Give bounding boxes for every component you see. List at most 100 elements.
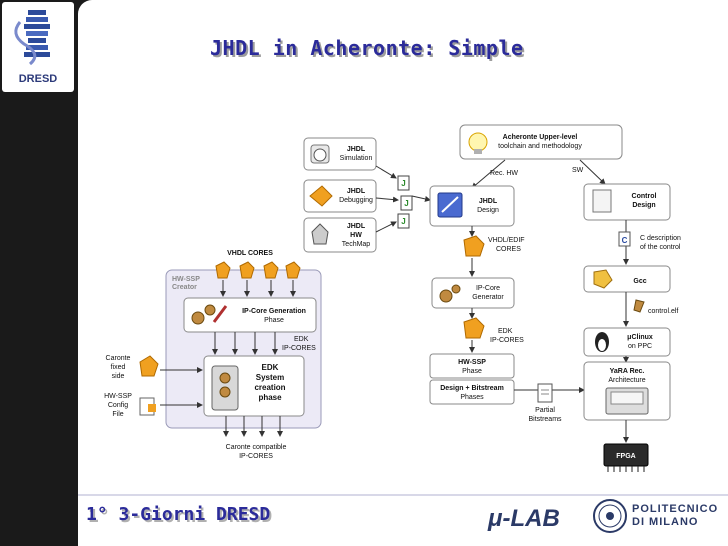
svg-text:phase: phase — [258, 393, 282, 402]
svg-text:side: side — [112, 373, 125, 380]
svg-text:HW-SSP: HW-SSP — [104, 393, 132, 400]
core-package-icon — [263, 261, 279, 279]
jhdl-debugging-box: JHDL Debugging — [303, 179, 377, 213]
core-package-icon — [463, 317, 485, 339]
university-line-2: DI MILANO — [632, 516, 699, 528]
svg-text:on PPC: on PPC — [628, 343, 652, 350]
hw-ssp-phase-box: HW-SSP Phase — [429, 353, 515, 379]
svg-text:Generator: Generator — [472, 294, 504, 301]
university-line-1: POLITECNICO — [632, 503, 719, 515]
mu-lab-logo-text: μ-LAB — [487, 505, 560, 532]
svg-text:of the control: of the control — [640, 244, 681, 251]
footer-shadow: 1° 3-Giorni DRESD — [88, 506, 273, 527]
svg-text:Bitstreams: Bitstreams — [528, 416, 562, 423]
svg-text:Partial: Partial — [535, 407, 555, 414]
svg-text:System: System — [256, 373, 284, 382]
svg-text:C description: C description — [640, 235, 681, 242]
svg-text:File: File — [112, 411, 123, 418]
footer-title: 1° 3-Giorni DRESD — [86, 504, 271, 525]
svg-text:Phase: Phase — [462, 368, 482, 375]
svg-text:EDK: EDK — [262, 363, 279, 372]
dresd-logo-icon: DRESD — [14, 10, 58, 85]
mu-lab-logo: μ-LAB — [487, 505, 560, 532]
control-elf-label: control.elf — [648, 308, 678, 315]
edk-ip-cores-left-2: IP-CORES — [282, 345, 316, 352]
svg-text:CORES: CORES — [496, 246, 521, 253]
jhdl-simulation-box: JHDL Simulation — [303, 137, 377, 171]
svg-text:Gcc: Gcc — [633, 278, 646, 285]
svg-text:Phase: Phase — [264, 317, 284, 324]
core-package-icon — [285, 261, 301, 279]
caronte-compatible-2: IP-CORES — [239, 453, 273, 460]
jhdl-design-box: JHDL Design — [429, 185, 515, 227]
caronte-compatible-1: Caronte compatible — [226, 444, 287, 451]
hw-ssp-config-file: HW-SSP Config File — [104, 393, 156, 418]
core-package-icon — [139, 355, 159, 377]
hw-ssp-creator-label-2: Creator — [172, 284, 197, 291]
jhdl-design-2: Design — [477, 207, 499, 214]
jhdl-tm-1: JHDL — [347, 223, 366, 230]
jhdl-tm-2: HW — [350, 232, 362, 239]
polimi-seal-icon — [593, 499, 627, 533]
ip-core-generator-box: IP-Core Generator — [431, 277, 515, 309]
bug-box-icon — [309, 185, 333, 207]
vhdl-edif-cores: VHDL/EDIF CORES — [463, 235, 525, 257]
svg-text:Design + Bitstream: Design + Bitstream — [440, 385, 504, 392]
rec-hw-label: Rec. HW — [490, 170, 518, 177]
svg-text:IP-Core: IP-Core — [476, 285, 500, 292]
university-name: POLITECNICO DI MILANO — [632, 503, 718, 529]
design-bitstream-box: Design + Bitstream Phases — [429, 379, 515, 405]
svg-text:HW-SSP: HW-SSP — [458, 359, 486, 366]
svg-text:fixed: fixed — [111, 364, 126, 371]
jhdl-tm-3: TechMap — [342, 241, 371, 248]
jhdl-dbg-2: Debugging — [339, 197, 373, 204]
sw-label: SW — [572, 167, 584, 174]
svg-text:Phases: Phases — [460, 394, 484, 401]
svg-text:Config: Config — [108, 402, 128, 409]
vhdl-core-packages — [215, 261, 301, 279]
fpga-chip: FPGA — [603, 443, 649, 472]
edk-ip-cores-left-1: EDK — [294, 336, 309, 343]
svg-text:VHDL/EDIF: VHDL/EDIF — [488, 237, 525, 244]
acheronte-label-2: toolchain and methodology — [498, 143, 582, 150]
core-package-icon — [463, 235, 485, 257]
document-icon — [537, 383, 553, 403]
svg-text:creation: creation — [254, 383, 285, 392]
svg-text:C: C — [622, 236, 628, 245]
vhdl-cores-label: VHDL CORES — [227, 250, 273, 257]
gcc-box: Gcc — [583, 265, 671, 293]
lightbulb-icon — [468, 132, 488, 152]
edk-system-box: EDK System creation phase — [203, 355, 305, 417]
caronte-fixed-side: Caronte fixed side — [106, 355, 159, 380]
svg-text:IP-CORES: IP-CORES — [490, 337, 524, 344]
svg-text:Control: Control — [632, 193, 657, 200]
sidebar: DRESD — [0, 0, 78, 546]
logo-label: DRESD — [19, 73, 58, 85]
partial-bitstreams: Partial Bitstreams — [528, 383, 562, 423]
acheronte-box: Acheronte Upper-level toolchain and meth… — [459, 124, 623, 160]
title-shadow: JHDL in Acheronte: Simple — [212, 38, 526, 62]
gcc-icon — [593, 269, 613, 289]
yara-box: YaRA Rec. Architecture — [583, 361, 671, 421]
c-file-icon — [618, 231, 631, 247]
jhdl-dbg-1: JHDL — [347, 188, 366, 195]
lightbulb-base-icon — [474, 149, 482, 154]
hammer-icon — [212, 305, 228, 323]
hw-ssp-creator-label-1: HW-SSP — [172, 276, 200, 283]
svg-text:YaRA Rec.: YaRA Rec. — [610, 368, 645, 375]
svg-text:Architecture: Architecture — [608, 377, 645, 384]
jhdl-techmap-box: JHDL HW TechMap — [303, 217, 377, 253]
jhdl-sim-1: JHDL — [347, 146, 366, 153]
svg-text:J: J — [401, 217, 405, 226]
svg-text:J: J — [401, 179, 405, 188]
c-description: C C description of the control — [618, 231, 681, 251]
gear-icon — [191, 311, 205, 325]
elf-file-icon — [633, 299, 645, 313]
svg-text:EDK: EDK — [498, 328, 513, 335]
jhdl-sim-2: Simulation — [340, 155, 373, 162]
control-doc-icon — [592, 189, 612, 213]
svg-text:Design: Design — [632, 202, 655, 209]
jhdl-design-1: JHDL — [479, 198, 498, 205]
